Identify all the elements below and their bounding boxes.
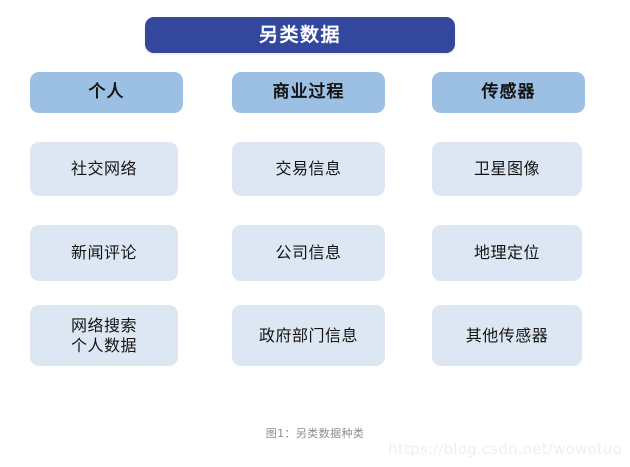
- category-header-sensor: 传感器: [432, 72, 585, 113]
- category-header-label: 商业过程: [272, 82, 345, 102]
- figure-title-banner: 另类数据: [145, 17, 455, 53]
- category-item-label: 政府部门信息: [258, 325, 358, 345]
- category-column-personal: 个人 社交网络 新闻评论 网络搜索 个人数据: [30, 0, 183, 467]
- category-header-business-process: 商业过程: [232, 72, 385, 113]
- category-item-cell: 政府部门信息: [232, 305, 385, 366]
- watermark-url: https://blog.csdn.net/wowotuo: [388, 440, 622, 458]
- category-column-sensor: 传感器 卫星图像 地理定位 其他传感器: [432, 0, 585, 467]
- category-column-business-process: 商业过程 交易信息 公司信息 政府部门信息: [232, 0, 385, 467]
- category-item-label: 社交网络: [70, 159, 137, 178]
- category-header-label: 个人: [88, 82, 125, 102]
- category-item-label: 其他传感器: [465, 325, 549, 345]
- category-item-cell: 社交网络: [30, 142, 178, 196]
- figure-title-text: 另类数据: [258, 23, 341, 46]
- category-item-cell: 其他传感器: [432, 305, 582, 366]
- category-item-label: 交易信息: [275, 159, 342, 178]
- category-item-cell: 交易信息: [232, 142, 385, 196]
- category-item-cell: 网络搜索 个人数据: [30, 305, 178, 366]
- figure-caption: 图1：另类数据种类: [265, 427, 365, 440]
- category-item-cell: 卫星图像: [432, 142, 582, 196]
- category-item-cell: 新闻评论: [30, 225, 178, 281]
- category-item-cell: 地理定位: [432, 225, 582, 281]
- category-item-label: 新闻评论: [70, 243, 137, 262]
- category-header-label: 传感器: [481, 82, 536, 102]
- category-item-label: 地理定位: [473, 243, 540, 262]
- category-header-personal: 个人: [30, 72, 183, 113]
- category-item-label: 网络搜索 个人数据: [70, 315, 137, 355]
- category-item-label: 卫星图像: [473, 159, 540, 178]
- category-item-label: 公司信息: [275, 243, 342, 262]
- category-item-cell: 公司信息: [232, 225, 385, 281]
